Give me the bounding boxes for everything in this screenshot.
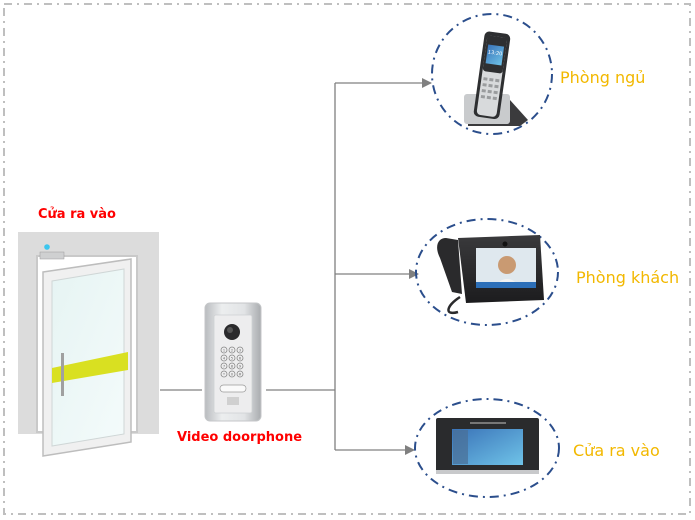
doorphone-speaker — [227, 397, 239, 405]
keypad-key — [236, 346, 244, 354]
keypad-key-label: 8 — [231, 365, 233, 369]
keypad-key — [228, 354, 236, 362]
doorphone-call-button — [219, 384, 247, 393]
door-sensor — [39, 251, 65, 260]
handset-screen — [485, 44, 505, 66]
keypad-key-label: 3 — [239, 349, 241, 353]
outer-frame — [3, 3, 691, 515]
keypad-key — [236, 362, 244, 370]
keypad-key — [228, 362, 236, 370]
keypad-key — [236, 370, 244, 378]
handset-clock: 13:20 — [487, 50, 502, 58]
door-handle — [61, 353, 64, 396]
target-label-door: Cửa ra vào — [573, 441, 660, 460]
keypad-key — [236, 354, 244, 362]
doorphone-keypad: 1 2 3 4 5 6 7 8 9 * 0 # — [220, 346, 244, 378]
video-doorphone-device: 1 2 3 4 5 6 7 8 9 * 0 # — [204, 302, 262, 422]
door-stripe — [52, 352, 128, 383]
keypad-key-label: 7 — [223, 365, 225, 369]
keypad-key-label: 9 — [239, 365, 241, 369]
connectors — [160, 78, 432, 455]
keypad-key-label: 2 — [231, 349, 233, 353]
door-illustration — [18, 232, 159, 457]
keypad-key — [228, 370, 236, 378]
keypad-key-label: 4 — [223, 357, 226, 361]
door-sensor-led — [44, 244, 50, 250]
keypad-key-label: * — [223, 373, 225, 377]
video-doorphone-label: Video doorphone — [177, 430, 303, 445]
keypad-key — [220, 354, 228, 362]
keypad-key — [220, 362, 228, 370]
keypad-key-label: 6 — [239, 357, 241, 361]
door-label: Cửa ra vào — [38, 207, 116, 222]
target-label-livingroom: Phòng khách — [576, 268, 680, 287]
keypad-key-label: 5 — [231, 357, 233, 361]
keypad-key-label: # — [239, 373, 242, 377]
keypad-key — [220, 346, 228, 354]
indoor-monitor-device — [436, 418, 539, 474]
keypad-key — [220, 370, 228, 378]
target-label-bedroom: Phòng ngủ — [560, 68, 646, 87]
cordless-handset-device: 13:20 — [464, 31, 528, 126]
keypad-key — [228, 346, 236, 354]
desk-video-phone-device — [437, 235, 544, 315]
ellipse-door-monitor — [414, 398, 560, 498]
ellipse-bedroom — [431, 13, 553, 135]
ellipse-livingroom — [415, 218, 559, 326]
keypad-key-label: 0 — [231, 373, 233, 377]
keypad-key-label: 1 — [223, 349, 225, 353]
